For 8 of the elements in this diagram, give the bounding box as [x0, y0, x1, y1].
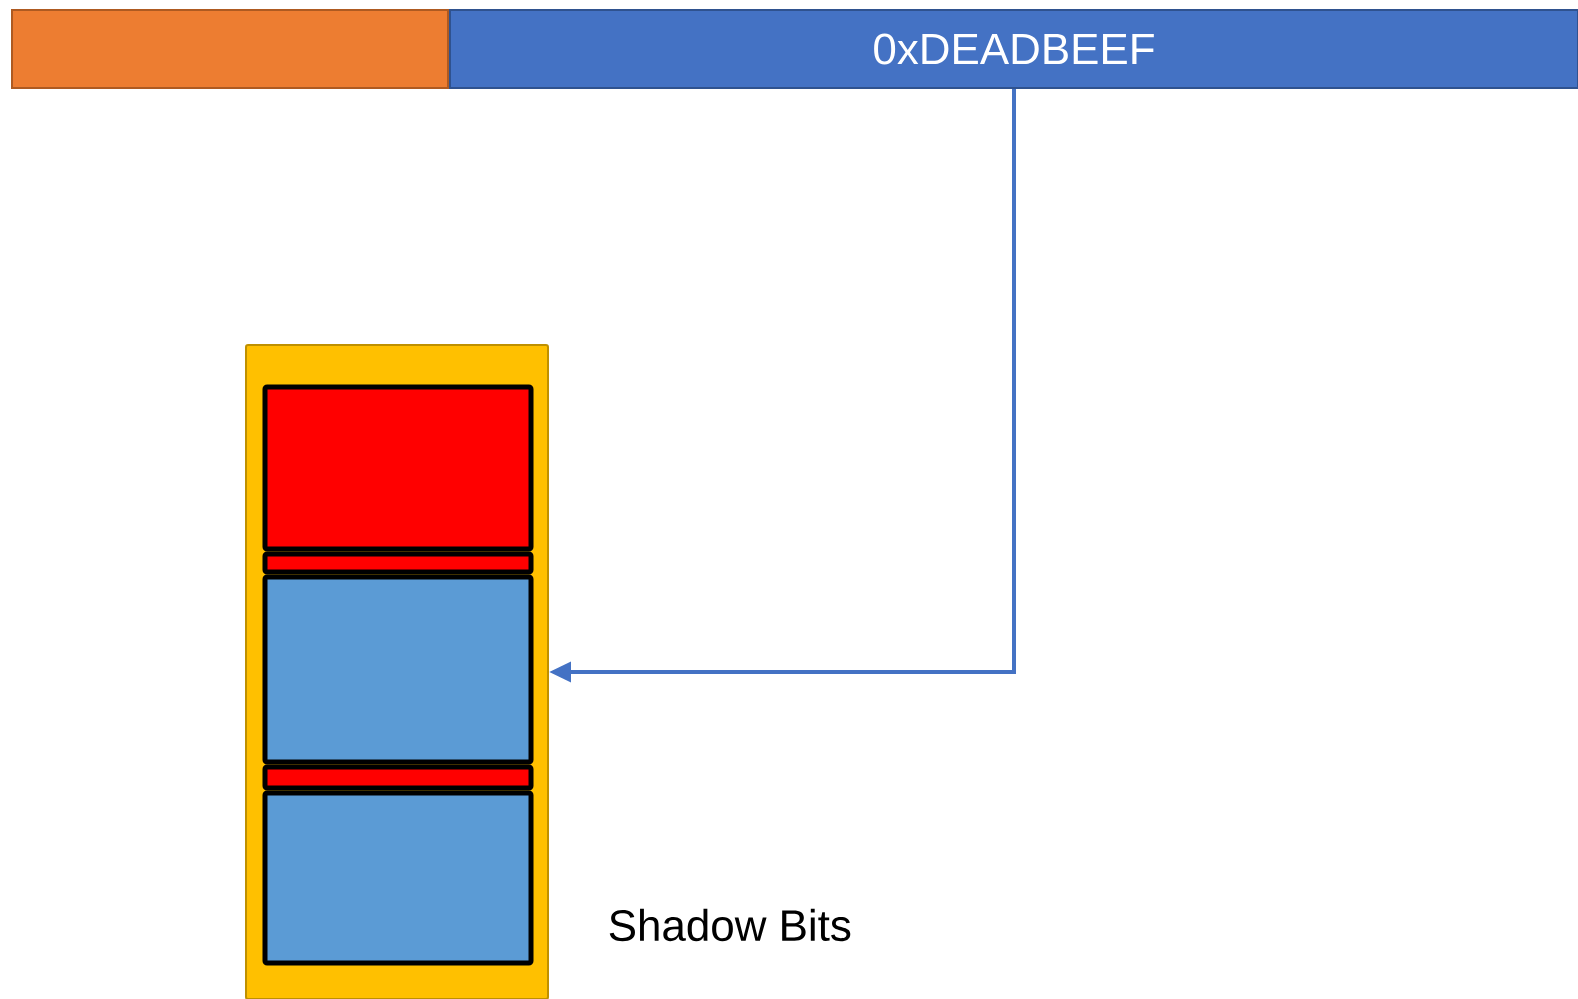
- memory-block: [262, 551, 534, 575]
- memory-block: [262, 764, 534, 791]
- memory-block: [262, 574, 534, 765]
- column-caption: Shadow Bits: [609, 908, 851, 942]
- address-bar: 0xDEADBEEF: [449, 9, 1578, 89]
- bar-segment: [11, 9, 449, 89]
- memory-block: [262, 790, 534, 966]
- memory-block: [262, 384, 534, 552]
